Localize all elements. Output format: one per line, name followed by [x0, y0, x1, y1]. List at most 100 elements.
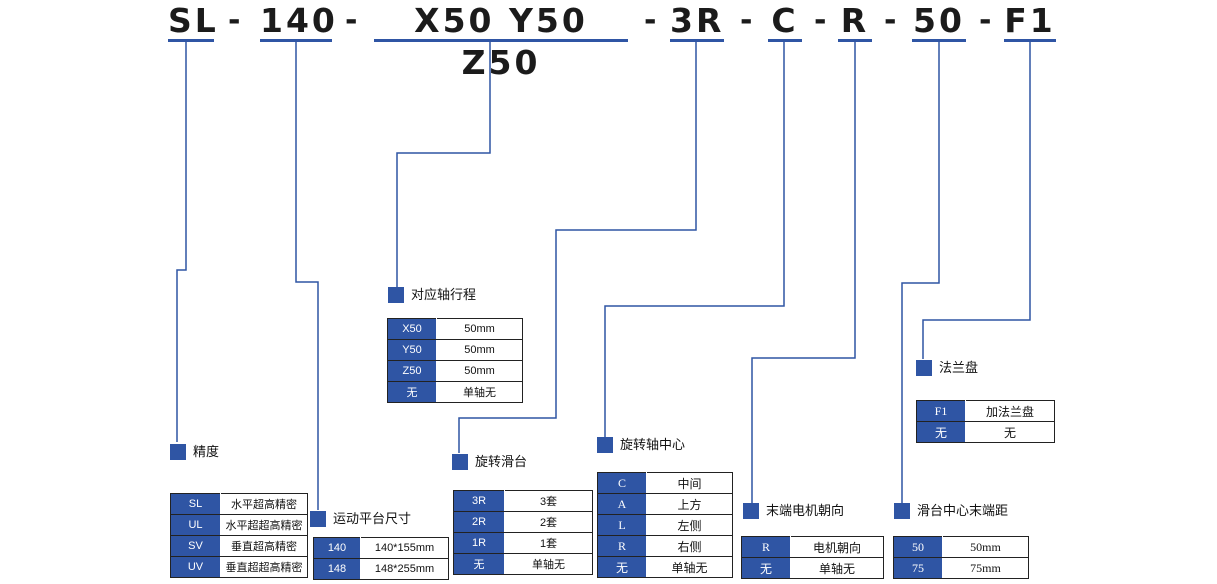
option-value: 单轴无 — [790, 557, 884, 579]
code-separator: - — [979, 3, 992, 38]
bullet-square — [170, 443, 186, 460]
option-value: 3套 — [504, 490, 593, 512]
option-value: 2套 — [504, 511, 593, 533]
connector-precision — [176, 42, 187, 442]
underline — [260, 39, 332, 42]
option-code: A — [597, 493, 647, 515]
option-value: 140*155mm — [360, 537, 449, 559]
option-code: F1 — [916, 400, 966, 422]
option-code: 140 — [313, 537, 361, 559]
group-title: 运动平台尺寸 — [333, 511, 412, 526]
code-segment-center: C — [771, 1, 799, 40]
connector-platform — [295, 42, 319, 510]
code-separator: - — [884, 3, 897, 38]
connector-center — [604, 42, 785, 437]
model-code: SL - 140 - X50 Y50 Z50 - 3R - C - R - 50… — [0, 0, 1217, 82]
option-code: 2R — [453, 511, 505, 533]
group-title: 法兰盘 — [939, 360, 979, 375]
option-code: 75 — [893, 557, 943, 579]
code-segment-end-distance: 50 — [913, 1, 965, 40]
option-value: 148*255mm — [360, 558, 449, 580]
option-code: L — [597, 514, 647, 536]
code-separator: - — [814, 3, 827, 38]
group-header-platform: 运动平台尺寸 — [310, 509, 411, 529]
bullet-square — [743, 502, 759, 519]
group-header-motor: 末端电机朝向 — [743, 501, 844, 521]
connector-motor — [751, 42, 856, 503]
option-code: R — [741, 536, 791, 558]
table-row: 无单轴无 — [597, 556, 733, 578]
group-header-precision: 精度 — [170, 442, 219, 462]
underline — [670, 39, 724, 42]
group-header-rotary: 旋转滑台 — [452, 452, 527, 472]
underline — [168, 39, 214, 42]
option-value: 加法兰盘 — [965, 400, 1055, 422]
table-row: 无单轴无 — [741, 557, 884, 579]
option-value: 垂直超超高精密 — [220, 556, 308, 578]
connector-stroke — [396, 42, 491, 287]
group-title: 旋转滑台 — [475, 454, 528, 469]
code-segment-platform: 140 — [260, 1, 338, 40]
option-value: 左侧 — [646, 514, 733, 536]
option-code: C — [597, 472, 647, 494]
option-value: 水平超高精密 — [220, 493, 308, 515]
code-segment-precision: SL — [168, 1, 219, 40]
group-title: 精度 — [193, 444, 220, 459]
option-value: 1套 — [504, 532, 593, 554]
option-value: 水平超超高精密 — [220, 514, 308, 536]
code-separator: - — [644, 3, 657, 38]
option-value: 50mm — [436, 339, 523, 361]
option-value: 单轴无 — [646, 556, 733, 578]
option-code: 无 — [453, 553, 505, 575]
group-title: 滑台中心末端距 — [917, 503, 1009, 518]
underline — [1004, 39, 1056, 42]
group-title: 对应轴行程 — [411, 287, 477, 302]
option-code: 无 — [741, 557, 791, 579]
option-code: X50 — [387, 318, 437, 340]
option-value: 单轴无 — [504, 553, 593, 575]
option-value: 50mm — [436, 318, 523, 340]
option-code: UL — [170, 514, 221, 536]
code-separator: - — [345, 3, 358, 38]
connector-flange — [922, 42, 1031, 359]
underline — [374, 39, 628, 42]
option-value: 单轴无 — [436, 381, 523, 403]
option-code: Z50 — [387, 360, 437, 382]
connector-end-distance — [901, 42, 940, 503]
option-code: UV — [170, 556, 221, 578]
option-code: R — [597, 535, 647, 557]
bullet-square — [388, 286, 404, 303]
option-value: 垂直超高精密 — [220, 535, 308, 557]
option-code: 3R — [453, 490, 505, 512]
option-code: 无 — [916, 421, 966, 443]
group-title: 末端电机朝向 — [766, 503, 845, 518]
bullet-square — [597, 436, 613, 453]
code-segment-rotary: 3R — [670, 1, 725, 40]
group-header-end-distance: 滑台中心末端距 — [894, 501, 1008, 521]
group-header-flange: 法兰盘 — [916, 358, 978, 378]
option-code: SL — [170, 493, 221, 515]
